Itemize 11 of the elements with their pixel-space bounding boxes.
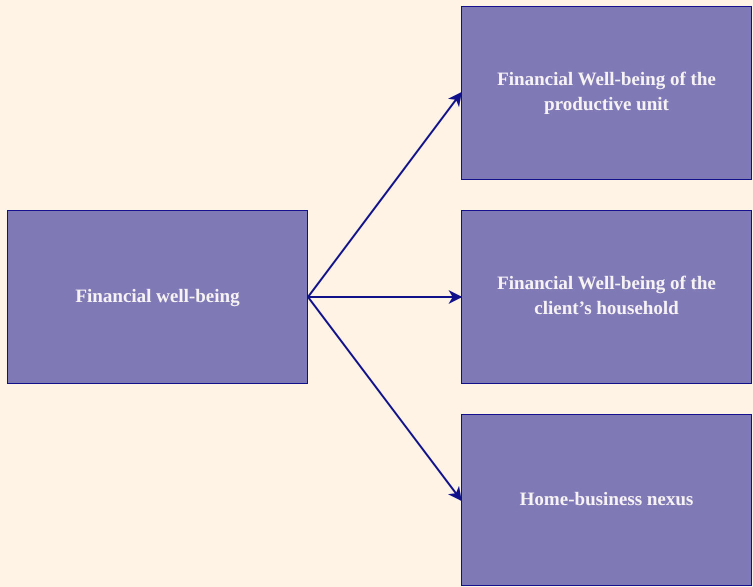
arrow [308,290,462,304]
node-label: Financial Well-being of the client’s household [496,272,717,321]
node-label: Home-business nexus [520,488,694,512]
process-box [7,210,308,384]
process-box [461,6,752,180]
process-box [461,414,752,586]
node-label: Financial well-being [75,284,240,309]
arrow [307,296,462,502]
arrow [307,92,462,298]
process-box [461,210,752,384]
node-label: Financial Well-being of the productive unit [496,68,717,117]
